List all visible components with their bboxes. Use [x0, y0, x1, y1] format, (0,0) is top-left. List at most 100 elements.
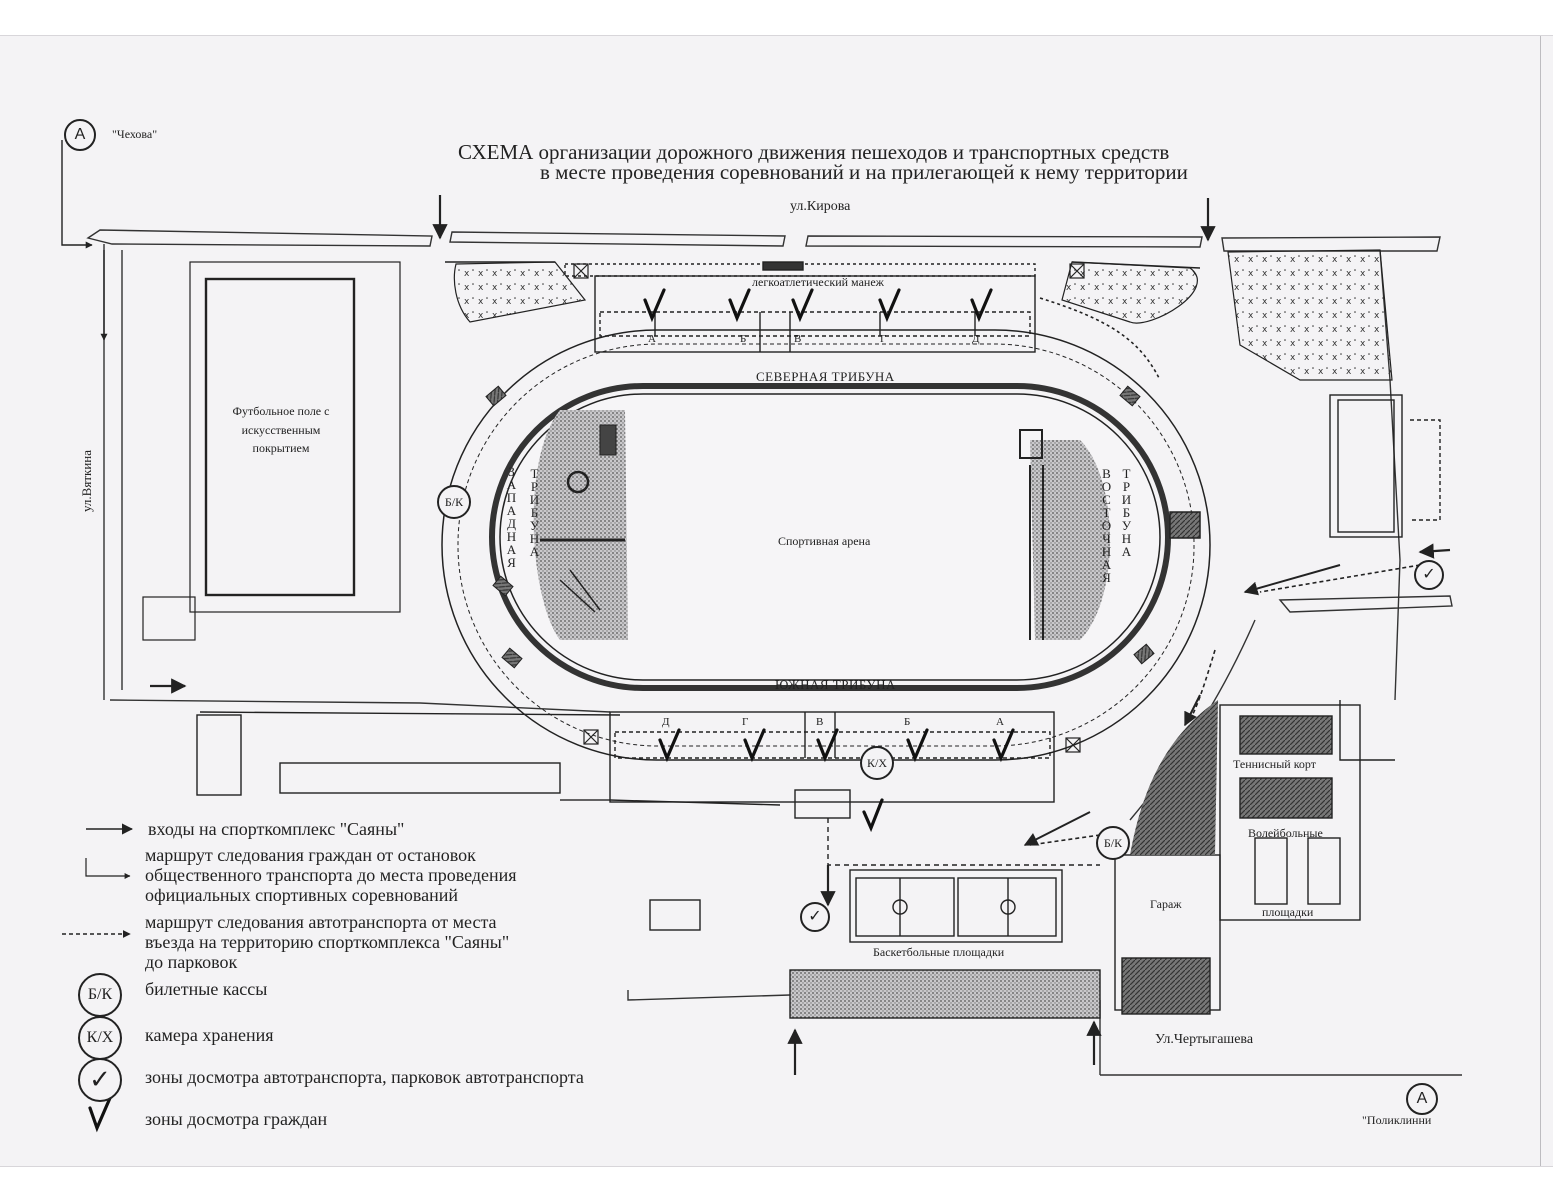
legend-citizen-check: зоны досмотра граждан: [145, 1109, 328, 1129]
street-poliklinika: "Поликлинни: [1362, 1113, 1432, 1127]
street-vyatkina: ул.Вяткина: [79, 450, 94, 512]
road-kirova-1: [86, 229, 433, 247]
sw-building-2: [279, 762, 561, 794]
x-box-4: [1065, 737, 1081, 753]
south-building-inner: [614, 731, 1051, 759]
south-stand-label: ЮЖНАЯ ТРИБУНА: [775, 677, 896, 692]
legend-vehicle-route-1: маршрут следования автотранспорта от мес…: [145, 912, 497, 932]
street-chekhova: "Чехова": [112, 127, 158, 141]
sector-north-a: А: [648, 333, 656, 345]
vehicle-check-icon-east: ✓: [1414, 560, 1444, 590]
east-stand-label-a: ВОСТОЧНАЯ: [1099, 466, 1114, 583]
vehicle-route-east: [1259, 564, 1421, 593]
legend-storage-icon: К/Х: [78, 1016, 122, 1060]
x-box-1: [573, 263, 589, 279]
arena-label: Спортивная арена: [778, 534, 871, 548]
manege-inner: [599, 311, 1031, 337]
road-kirova-4: [1221, 236, 1441, 252]
south-stand-building: [609, 711, 1100, 866]
sector-north-b: Б: [740, 333, 747, 345]
route-diagonal-2: [1023, 811, 1091, 846]
west-gate-1: [485, 385, 507, 407]
legend-symbols: [62, 823, 134, 938]
ticket-office-badge-west: Б/К: [437, 485, 471, 519]
legend-vehicle-route-3: до парковок: [145, 952, 238, 972]
field-outer: [189, 261, 401, 613]
field-hut: [142, 596, 196, 641]
volleyball-label-2: площадки: [1262, 905, 1314, 919]
marker-a-top: A: [64, 119, 96, 151]
sector-north-d: Д: [972, 333, 980, 345]
route-chekhova: [61, 140, 93, 249]
check-icon: [88, 1096, 112, 1133]
ticket-office-badge-south: Б/К: [1096, 826, 1130, 860]
north-stand-label: СЕВЕРНАЯ ТРИБУНА: [756, 369, 895, 384]
check-icon: [743, 728, 766, 763]
legend-pedestrian-arrow: [85, 858, 131, 879]
entry-arrow-east: [1418, 543, 1451, 559]
sector-south-b: Б: [904, 716, 911, 728]
s-building-4: [789, 969, 1101, 1019]
green-zones: [453, 249, 1393, 381]
field-inner: [204, 277, 356, 597]
football-field: [142, 261, 401, 641]
east-sector-dotted: [1030, 440, 1110, 640]
football-field-label: Футбольное поле с искусственным покрытие…: [232, 404, 330, 456]
legend-vehicle-route-2: въезда на территорию спорткомплекса "Сая…: [145, 932, 510, 952]
west-sector-dotted: [533, 410, 628, 640]
legend-pedestrian-route-1: маршрут следования граждан от остановок: [145, 845, 476, 865]
green-nw: [453, 261, 587, 323]
x-box-3: [583, 729, 599, 745]
stadium-outer-dash: [457, 343, 1195, 747]
s-building-3: [649, 899, 701, 931]
road-kirova-2: [449, 231, 786, 247]
stadium: [441, 329, 1211, 761]
street-kirova: ул.Кирова: [790, 199, 851, 214]
x-box-2: [1069, 263, 1085, 279]
check-icon: [658, 728, 681, 763]
vehicle-check-icon-south: ✓: [800, 902, 830, 932]
sector-north-v: В: [794, 333, 802, 345]
legend-vehicle-check-icon: ✓: [78, 1058, 122, 1102]
check-icon: [816, 728, 839, 763]
check-icon: [862, 798, 884, 833]
marker-a-bottom: A: [1406, 1083, 1438, 1115]
sw-lines: [199, 711, 781, 806]
field-area: [628, 404, 1028, 664]
west-stand-label-b: ТРИБУНА: [527, 466, 542, 557]
sector-lines: [559, 569, 601, 613]
legend-entries: входы на спорткомплекс "Саяны": [148, 819, 405, 839]
garage-dark: [1121, 957, 1211, 1015]
checkmarks-big: [88, 288, 1015, 1133]
sw-building-1: [196, 714, 242, 796]
south-west-buildings: [196, 711, 1101, 1019]
west-stand-label-a: ЗАПАДНАЯ: [504, 464, 519, 568]
east-gate-1: [1119, 385, 1141, 407]
bb-center-lines: [899, 878, 1009, 936]
bb-court-2: [957, 877, 1057, 937]
stadium-outer: [441, 329, 1211, 761]
west-board: [599, 424, 617, 456]
east-stand-label-b: ТРИБУНА: [1119, 466, 1134, 557]
volley-1: [1254, 837, 1288, 905]
running-track: [489, 383, 1171, 691]
volleyball-label-1: Волейбольные: [1248, 826, 1323, 840]
courts-block: [1219, 704, 1361, 921]
basketball-block: [849, 869, 1063, 943]
east-buildings: [1329, 394, 1441, 761]
basketball-label: Баскетбольные площадки: [873, 945, 1005, 959]
legend-pedestrian-route-2: общественного транспорта до места провед…: [145, 865, 517, 885]
sector-south-a: А: [996, 716, 1004, 728]
square-markers: [573, 263, 1085, 753]
road-south-bottom: [560, 799, 791, 1001]
road-east-branch: [1278, 595, 1453, 613]
east-board: [1019, 429, 1043, 459]
map-title-line1: СХЕМА организации дорожного движения пеш…: [458, 140, 1170, 164]
west-gate-2: [492, 575, 514, 597]
sector-north-g: Г: [880, 333, 887, 345]
route-diagonal-3: [1184, 694, 1201, 727]
road-south-west: [109, 699, 611, 713]
storage-badge: К/Х: [860, 746, 894, 780]
throw-circle: [566, 470, 590, 494]
